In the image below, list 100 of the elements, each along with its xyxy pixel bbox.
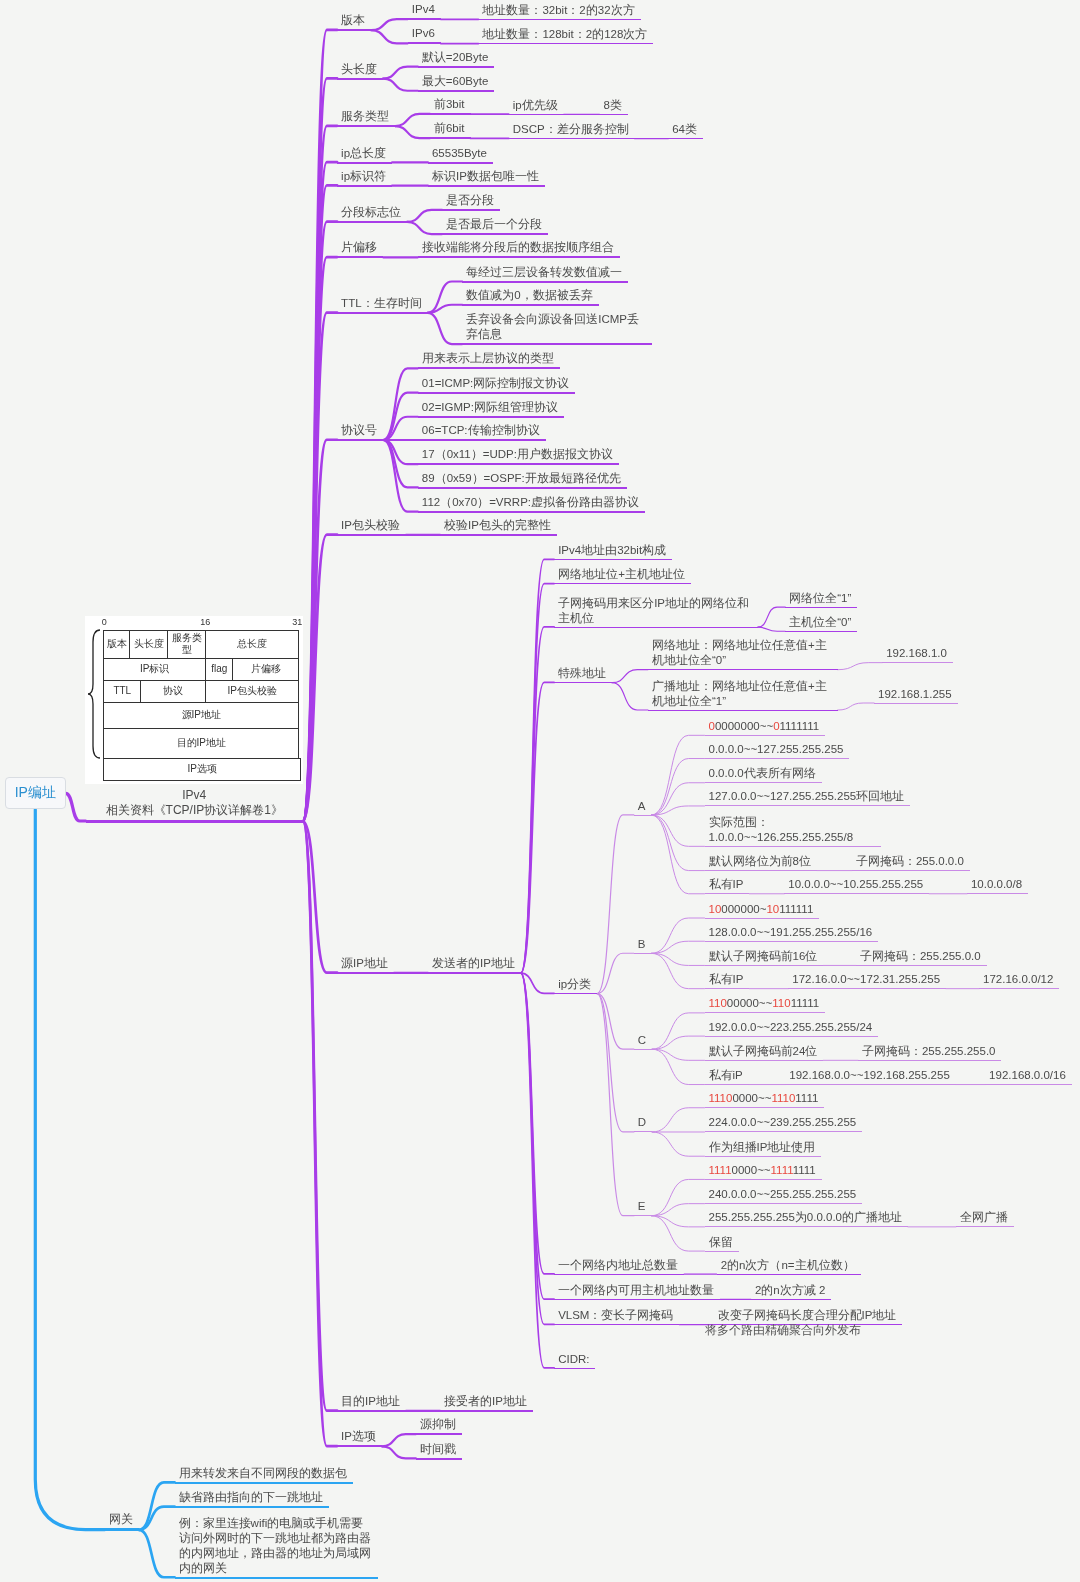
- topic-label: 子网掩码：255.255.0.0: [855, 948, 987, 966]
- topic-label: 112（0x70）=VRRP:虚拟备份路由器协议: [417, 494, 645, 513]
- topic-label: 子网掩码：255.0.0.0: [851, 854, 970, 872]
- branch-line: [945, 988, 980, 990]
- branch-line: [955, 1084, 986, 1086]
- topic-label: VLSM：变长子网掩码: [554, 1308, 680, 1326]
- topic-label: IPv6: [407, 26, 441, 45]
- branch-line: [837, 662, 883, 671]
- branch-line: [439, 18, 480, 21]
- topic-label: 06=TCP:传输控制协议: [417, 423, 546, 442]
- branch-line: [757, 606, 786, 628]
- header-field-cell: 版本: [103, 629, 131, 659]
- branch-line: [596, 952, 635, 995]
- topic-label: 默认子网掩码前16位: [704, 948, 824, 966]
- topic-label: 头长度: [337, 61, 384, 80]
- topic-label: 128.0.0.0~~191.255.255.255/16: [704, 924, 879, 942]
- branch-line: [651, 917, 705, 954]
- branch-line: [907, 1226, 957, 1228]
- branch-line: [382, 256, 419, 259]
- topic-label: 作为组播IP地址使用: [704, 1139, 822, 1157]
- header-field-cell: IP选项: [103, 757, 302, 781]
- header-field-cell: 源IP地址: [103, 701, 300, 729]
- topic-label: 目的IP地址: [337, 1394, 406, 1413]
- branch-line: [837, 702, 875, 711]
- branch-line: [382, 77, 419, 92]
- topic-label: ip分类: [554, 977, 598, 995]
- topic-label: 默认=20Byte: [417, 49, 495, 68]
- topic-label: A: [633, 798, 652, 816]
- branch-line: [390, 161, 430, 164]
- branch-line: [439, 42, 480, 45]
- root-topic: IP编址: [5, 777, 66, 810]
- topic-label: 子网掩码：255.255.255.0: [857, 1043, 1002, 1061]
- branch-line: [380, 1445, 417, 1460]
- topic-label: 接收端能将分段后的数据按顺序组合: [417, 240, 620, 259]
- topic-label: ip总长度: [337, 145, 393, 164]
- branch-line: [520, 972, 555, 995]
- topic-label: 网络位全“1”: [785, 590, 858, 608]
- branch-line: [928, 893, 968, 895]
- topic-label: 广播地址：网络地址位任意值+主机地址位全“1”: [648, 678, 838, 711]
- topic-label: 时间戳: [415, 1441, 462, 1460]
- topic-label: 主机位全“0”: [785, 614, 858, 632]
- topic-label: 源抑制: [415, 1417, 462, 1436]
- branch-line: [748, 893, 785, 895]
- branch-line: [382, 65, 419, 80]
- topic-label: 私有IP: [704, 877, 750, 895]
- branch-line: [634, 138, 669, 140]
- topic-label: 一个网络内地址总数量: [554, 1257, 685, 1275]
- branch-line: [816, 870, 853, 872]
- bit-number: 31: [292, 616, 303, 628]
- topic-label: 服务类型: [337, 109, 396, 128]
- branch-line: [651, 805, 705, 816]
- topic-label: 片偏移: [337, 240, 384, 259]
- topic-label: 11110000~~11111111: [704, 1162, 822, 1180]
- topic-label: 地址数量：128bit：2的128次方: [478, 27, 654, 45]
- topic-label: 11000000~~11011111: [704, 996, 826, 1014]
- branch-line: [301, 819, 339, 974]
- bit-number: 16: [200, 616, 211, 628]
- branch-line: [748, 1084, 786, 1086]
- topic-label: 11100000~~11101111: [704, 1091, 825, 1109]
- branch-line: [382, 367, 419, 442]
- branch-line: [822, 964, 857, 966]
- topic-label: 192.168.1.255: [874, 686, 958, 704]
- topic-label: DSCP：差分服务控制: [508, 122, 635, 140]
- topic-label: 缺省路由指向的下一跳地址: [174, 1489, 329, 1508]
- topic-label: 是否分段: [442, 192, 501, 211]
- topic-label: 是否最后一个分段: [442, 217, 549, 236]
- branch-line: [469, 113, 510, 116]
- topic-label: 标识IP数据包唯一性: [427, 168, 545, 187]
- reference-note: 相关资料《TCP/IP协议详解卷1》: [105, 802, 283, 818]
- topic-label: 丢弃设备会向源设备回送ICMP丢弃信息: [462, 312, 652, 346]
- branch-line: [678, 1324, 715, 1326]
- branch-line: [683, 1273, 718, 1275]
- topic-label: 10.0.0.0/8: [966, 877, 1029, 895]
- image-topic: [85, 615, 303, 823]
- topic-label: 64类: [668, 122, 703, 140]
- topic-label: 例：家里连接wifi的电脑或手机需要访问外网时的下一跳地址都为路由器的内网地址，路由器的地址为局域网内的网关: [174, 1515, 379, 1579]
- topic-label: 240.0.0.0~~255.255.255.255: [704, 1187, 863, 1205]
- topic-label: 192.168.0.0~~192.168.255.255: [785, 1068, 956, 1086]
- topic-label: 255.255.255.255为0.0.0.0的广播地址: [704, 1210, 909, 1228]
- branch-line: [404, 533, 442, 536]
- branch-line: [651, 952, 705, 990]
- topic-label: IPv4: [407, 2, 441, 21]
- topic-label: 0.0.0.0代表所有网络: [704, 766, 822, 784]
- branch-line: [651, 940, 705, 954]
- topic-label: 89（0x59）=OSPF:开放最短路径优先: [417, 470, 627, 489]
- topic-label: 源IP地址: [337, 956, 394, 974]
- topic-label: 子网掩码用来区分IP地址的网络位和主机位: [554, 595, 758, 628]
- branch-line: [651, 1131, 705, 1157]
- branch-line: [822, 1059, 859, 1061]
- branch-line: [392, 971, 430, 974]
- topic-label: 默认网络位为前8位: [704, 854, 817, 872]
- topic-label: 02=IGMP:网际组管理协议: [417, 399, 564, 418]
- topic-label: 一个网络内可用主机地址数量: [554, 1283, 721, 1301]
- branch-line: [651, 1035, 705, 1050]
- topic-label: 私有IP: [704, 972, 750, 990]
- topic-label: 00000000~~01111111: [704, 718, 826, 736]
- topic-label: IP包头校验: [337, 517, 406, 536]
- topic-label: E: [633, 1199, 652, 1217]
- topic-label: 前3bit: [429, 97, 471, 116]
- branch-line: [469, 137, 510, 140]
